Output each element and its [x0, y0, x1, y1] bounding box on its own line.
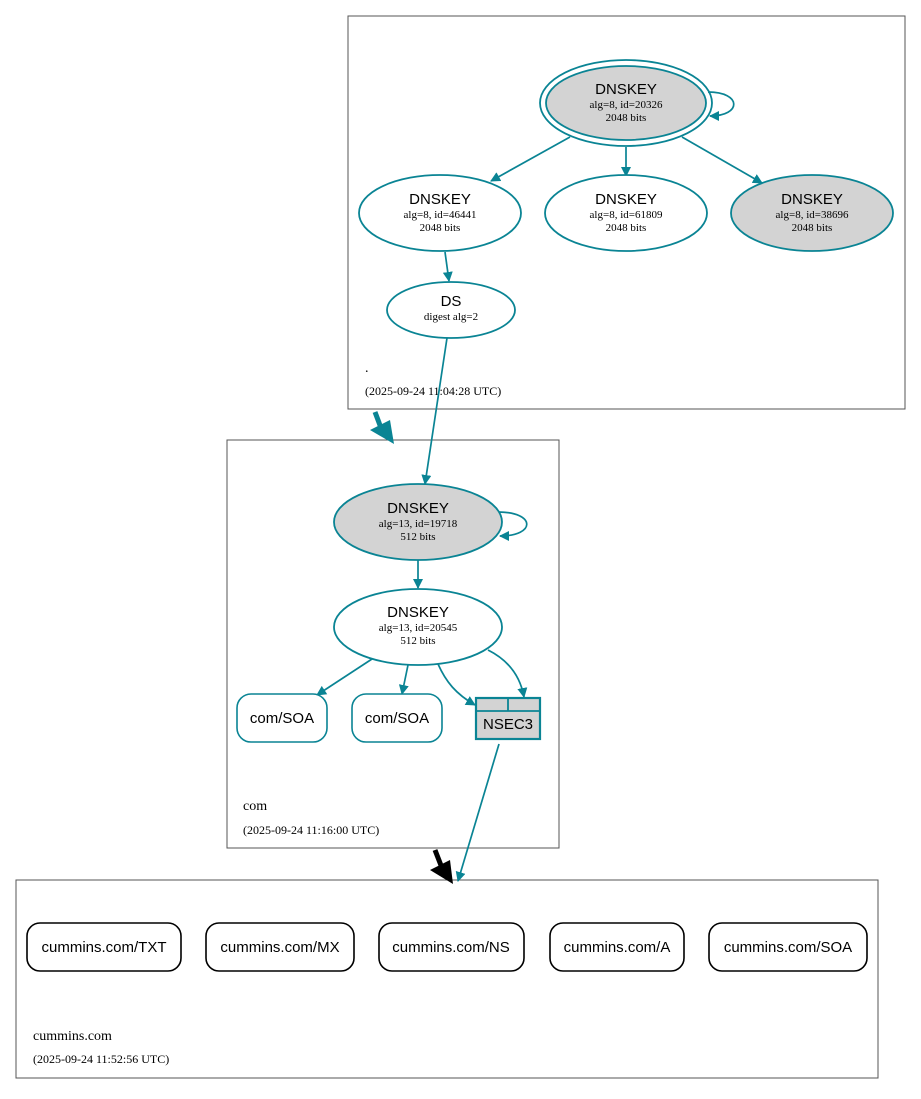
node-cummins-soa: cummins.com/SOA — [708, 922, 868, 972]
node-root-zsk2-line2: 2048 bits — [606, 222, 647, 234]
node-com-soa-1-label: com/SOA — [250, 710, 314, 727]
node-root-ksk: DNSKEY alg=8, id=20326 2048 bits — [539, 59, 713, 147]
edge-root-ksk-to-zsk3 — [681, 136, 763, 184]
zone-root-time: (2025-09-24 11:04:28 UTC) — [365, 384, 501, 398]
edge-com-ksk-self — [497, 511, 528, 541]
zone-cummins-time: (2025-09-24 11:52:56 UTC) — [33, 1052, 169, 1066]
node-root-ds: DS digest alg=2 — [386, 281, 516, 339]
node-root-ksk-line2: 2048 bits — [606, 112, 647, 124]
node-root-zsk2: DNSKEY alg=8, id=61809 2048 bits — [544, 174, 708, 252]
delegation-com-to-cummins-head — [430, 860, 453, 884]
node-root-zsk2-title: DNSKEY — [595, 191, 657, 208]
node-root-zsk1: DNSKEY alg=8, id=46441 2048 bits — [358, 174, 522, 252]
node-cummins-mx-label: cummins.com/MX — [220, 939, 339, 956]
node-root-zsk1-line1: alg=8, id=46441 — [404, 209, 477, 221]
edge-root-ksk-to-zsk1 — [490, 136, 571, 182]
node-com-ksk-line1: alg=13, id=19718 — [379, 518, 458, 530]
zone-root-box — [347, 15, 906, 410]
zone-cummins-box — [15, 879, 879, 1079]
node-com-zsk-line1: alg=13, id=20545 — [379, 622, 458, 634]
node-root-zsk3-line2: 2048 bits — [792, 222, 833, 234]
node-cummins-soa-label: cummins.com/SOA — [724, 939, 852, 956]
node-com-ksk: DNSKEY alg=13, id=19718 512 bits — [333, 483, 503, 561]
node-root-ds-line1: digest alg=2 — [424, 311, 478, 323]
node-com-nsec3-label: NSEC3 — [483, 716, 533, 733]
node-root-zsk1-title: DNSKEY — [409, 191, 471, 208]
edge-com-zsk-to-nsec3-a — [437, 663, 476, 706]
node-root-zsk1-line2: 2048 bits — [420, 222, 461, 234]
node-cummins-mx: cummins.com/MX — [205, 922, 355, 972]
node-com-ksk-title: DNSKEY — [387, 500, 449, 517]
node-com-nsec3: NSEC3 — [474, 696, 542, 741]
edge-com-zsk-to-nsec3-b — [487, 649, 528, 698]
node-root-ksk-line1: alg=8, id=20326 — [590, 99, 663, 111]
zone-root-name: . — [365, 361, 369, 376]
node-cummins-a-label: cummins.com/A — [564, 939, 671, 956]
edge-root-zsk1-to-ds — [442, 251, 453, 282]
node-cummins-txt-label: cummins.com/TXT — [41, 939, 166, 956]
node-com-soa-2: com/SOA — [351, 693, 443, 743]
node-cummins-txt: cummins.com/TXT — [26, 922, 182, 972]
node-root-ds-title: DS — [441, 293, 462, 310]
node-root-ksk-title: DNSKEY — [595, 81, 657, 98]
node-com-zsk-line2: 512 bits — [400, 635, 435, 647]
node-com-soa-2-label: com/SOA — [365, 710, 429, 727]
edge-nsec3-to-cummins — [455, 743, 500, 882]
node-cummins-ns: cummins.com/NS — [378, 922, 525, 972]
node-root-zsk3: DNSKEY alg=8, id=38696 2048 bits — [730, 174, 894, 252]
node-com-zsk: DNSKEY alg=13, id=20545 512 bits — [333, 588, 503, 666]
node-root-zsk3-title: DNSKEY — [781, 191, 843, 208]
zone-com-name: com — [243, 799, 267, 814]
node-com-zsk-title: DNSKEY — [387, 604, 449, 621]
edge-root-ksk-self — [707, 91, 735, 121]
zone-cummins-name: cummins.com — [33, 1029, 112, 1044]
delegation-root-to-com-head — [370, 420, 394, 444]
node-root-zsk2-line1: alg=8, id=61809 — [590, 209, 663, 221]
node-cummins-ns-label: cummins.com/NS — [392, 939, 510, 956]
node-com-ksk-line2: 512 bits — [400, 531, 435, 543]
edge-com-zsk-to-soa2 — [398, 664, 409, 695]
node-root-zsk3-line1: alg=8, id=38696 — [776, 209, 849, 221]
node-cummins-a: cummins.com/A — [549, 922, 685, 972]
node-com-soa-1: com/SOA — [236, 693, 328, 743]
zone-com-time: (2025-09-24 11:16:00 UTC) — [243, 823, 379, 837]
edge-com-zsk-to-soa1 — [316, 658, 373, 696]
edge-ds-to-com-ksk — [421, 337, 448, 485]
